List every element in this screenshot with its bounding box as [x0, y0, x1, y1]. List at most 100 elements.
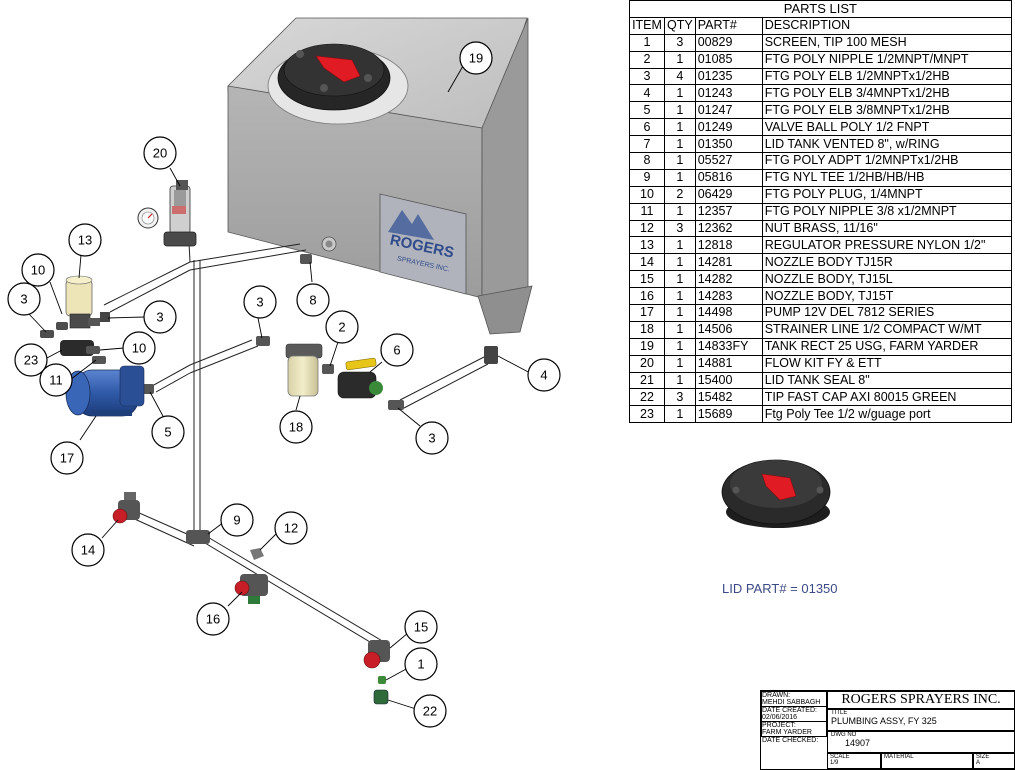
qty-cell: 1	[664, 405, 696, 424]
callout-19: 19	[459, 41, 493, 75]
item-cell: 3	[629, 67, 665, 86]
item-cell: 15	[629, 270, 665, 289]
drawn-value: MEHDI SABBAGH	[762, 699, 826, 707]
callout-6: 6	[380, 333, 414, 367]
item-cell: 11	[629, 202, 665, 221]
ball-valve	[337, 357, 383, 399]
part-number-cell: 00829	[694, 33, 763, 52]
part-number-cell: 06429	[694, 185, 763, 204]
svg-text:1: 1	[417, 657, 424, 672]
svg-text:3: 3	[156, 310, 163, 325]
item-cell: 16	[629, 287, 665, 306]
item-cell: 5	[629, 101, 665, 120]
item-cell: 22	[629, 388, 665, 407]
date-checked-label: DATE CHECKED:	[762, 737, 819, 744]
svg-text:10: 10	[132, 341, 146, 356]
qty-cell: 1	[664, 101, 696, 120]
svg-text:23: 23	[24, 353, 38, 368]
description-cell: TANK RECT 25 USG, FARM YARDER	[761, 337, 1012, 356]
item-cell: 4	[629, 84, 665, 103]
qty-cell: 1	[664, 371, 696, 390]
title-block: DRAWN: MEHDI SABBAGH DATE CREATED: 02/06…	[760, 690, 1015, 770]
part-number-cell: 01350	[694, 135, 763, 154]
description-cell: FTG POLY NIPPLE 1/2MNPT/MNPT	[761, 50, 1012, 69]
material-cell: MATERIAL	[881, 753, 973, 769]
part-number-cell: 15689	[694, 405, 763, 424]
qty-cell: 3	[664, 219, 696, 238]
pump	[65, 365, 145, 417]
part-number-cell: 12362	[694, 219, 763, 238]
description-cell: STRAINER LINE 1/2 COMPACT W/MT	[761, 320, 1012, 339]
svg-text:2: 2	[338, 320, 345, 335]
strainer	[285, 343, 323, 397]
date-created-value: 02/06/2016	[762, 714, 826, 722]
description-cell: FTG POLY ELB 1/2MNPTx1/2HB	[761, 67, 1012, 86]
qty-cell: 1	[664, 354, 696, 373]
svg-text:12: 12	[284, 521, 298, 536]
description-cell: FTG NYL TEE 1/2HB/HB/HB	[761, 168, 1012, 187]
tank-lid	[267, 43, 409, 125]
svg-text:9: 9	[233, 513, 240, 528]
item-cell: 14	[629, 253, 665, 272]
description-cell: FTG POLY ELB 3/8MNPTx1/2HB	[761, 101, 1012, 120]
parts-list-title: PARTS LIST	[629, 0, 1012, 18]
qty-cell: 1	[664, 287, 696, 306]
callout-18: 18	[279, 410, 313, 444]
item-cell: 12	[629, 219, 665, 238]
callout-3b: 3	[243, 285, 277, 319]
part-number-cell: 01247	[694, 101, 763, 120]
scale-value: 1/9	[830, 760, 839, 766]
qty-cell: 1	[664, 253, 696, 272]
qty-cell: 1	[664, 202, 696, 221]
svg-text:6: 6	[393, 343, 400, 358]
company-name: ROGERS SPRAYERS INC.	[827, 691, 1015, 709]
svg-text:11: 11	[49, 373, 63, 388]
svg-text:19: 19	[469, 51, 483, 66]
callout-10b: 10	[122, 331, 156, 365]
qty-cell: 1	[664, 320, 696, 339]
title-label: TITLE	[831, 710, 848, 716]
leader-lines	[27, 65, 533, 710]
description-cell: TIP FAST CAP AXI 80015 GREEN	[761, 388, 1012, 407]
dwg-label: DWG NO	[831, 732, 857, 738]
part-number-cell: 01243	[694, 84, 763, 103]
tip-22	[373, 689, 389, 705]
lid-part-label: LID PART# = 01350	[722, 581, 838, 596]
part-number-cell: 12357	[694, 202, 763, 221]
qty-cell: 1	[664, 50, 696, 69]
description-cell: FTG POLY ADPT 1/2MNPTx1/2HB	[761, 152, 1012, 170]
header-item: ITEM	[629, 16, 665, 35]
screen-1	[378, 676, 386, 684]
callout-14: 14	[71, 533, 105, 567]
callout-13: 13	[68, 223, 102, 257]
project-value: FARM YARDER	[762, 729, 826, 737]
item-cell: 13	[629, 236, 665, 255]
header-qty: QTY	[664, 16, 696, 35]
description-cell: FTG POLY NIPPLE 3/8 x1/2MNPT	[761, 202, 1012, 221]
callout-15: 15	[404, 610, 438, 644]
item-cell: 19	[629, 337, 665, 356]
qty-cell: 3	[664, 388, 696, 407]
svg-text:15: 15	[414, 620, 428, 635]
callout-8: 8	[296, 283, 330, 317]
description-cell: VALVE BALL POLY 1/2 FNPT	[761, 118, 1012, 137]
title-value: PLUMBING ASSY, FY 325	[831, 716, 937, 726]
svg-text:5: 5	[164, 425, 171, 440]
callout-11: 11	[39, 363, 73, 397]
fittings	[40, 254, 498, 560]
description-cell: FTG POLY ELB 3/4MNPTx1/2HB	[761, 84, 1012, 103]
svg-text:18: 18	[289, 420, 303, 435]
qty-cell: 1	[664, 304, 696, 322]
